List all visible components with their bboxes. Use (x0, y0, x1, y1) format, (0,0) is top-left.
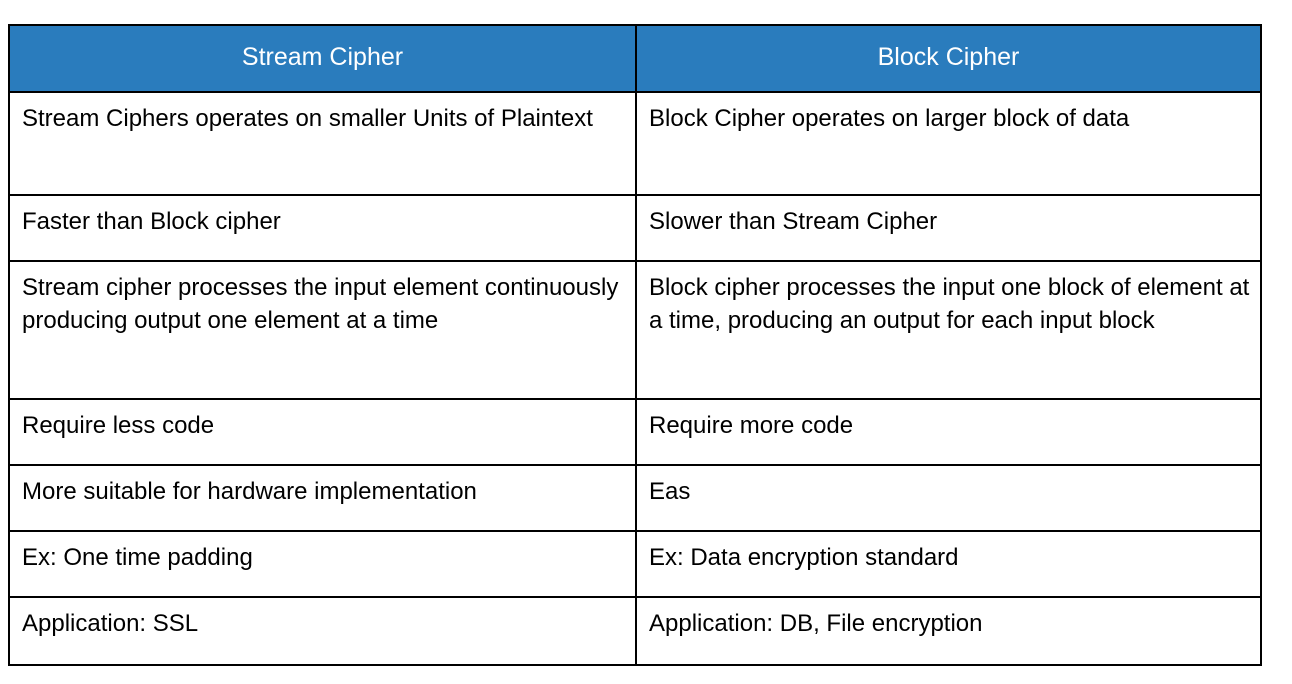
cell-stream-row-7: Application: SSL (8, 596, 637, 666)
column-header-block-cipher: Block Cipher (635, 24, 1262, 93)
cipher-comparison-table: Stream Cipher Block Cipher Stream Cipher… (8, 24, 1262, 666)
table-row: More suitable for hardware implementatio… (8, 464, 1262, 532)
cell-stream-row-6: Ex: One time padding (8, 530, 637, 598)
table-row: Ex: One time padding Ex: Data encryption… (8, 530, 1262, 598)
cell-block-row-7: Application: DB, File encryption (635, 596, 1262, 666)
table-header-row: Stream Cipher Block Cipher (8, 24, 1262, 93)
table-body: Stream Ciphers operates on smaller Units… (8, 91, 1262, 666)
cell-block-row-2: Slower than Stream Cipher (635, 194, 1262, 262)
column-header-stream-cipher: Stream Cipher (8, 24, 637, 93)
comparison-table-container: Stream Cipher Block Cipher Stream Cipher… (8, 24, 1262, 666)
cell-block-row-5: Eas (635, 464, 1262, 532)
cell-block-row-4: Require more code (635, 398, 1262, 466)
cell-stream-row-1: Stream Ciphers operates on smaller Units… (8, 91, 637, 196)
table-row: Stream cipher processes the input elemen… (8, 260, 1262, 400)
cell-stream-row-3: Stream cipher processes the input elemen… (8, 260, 637, 400)
cell-stream-row-5: More suitable for hardware implementatio… (8, 464, 637, 532)
cell-block-row-3: Block cipher processes the input one blo… (635, 260, 1262, 400)
table-row: Application: SSL Application: DB, File e… (8, 596, 1262, 666)
cell-block-row-6: Ex: Data encryption standard (635, 530, 1262, 598)
table-row: Faster than Block cipher Slower than Str… (8, 194, 1262, 262)
table-row: Require less code Require more code (8, 398, 1262, 466)
cell-stream-row-4: Require less code (8, 398, 637, 466)
cell-stream-row-2: Faster than Block cipher (8, 194, 637, 262)
table-header: Stream Cipher Block Cipher (8, 24, 1262, 93)
table-row: Stream Ciphers operates on smaller Units… (8, 91, 1262, 196)
cell-block-row-1: Block Cipher operates on larger block of… (635, 91, 1262, 196)
